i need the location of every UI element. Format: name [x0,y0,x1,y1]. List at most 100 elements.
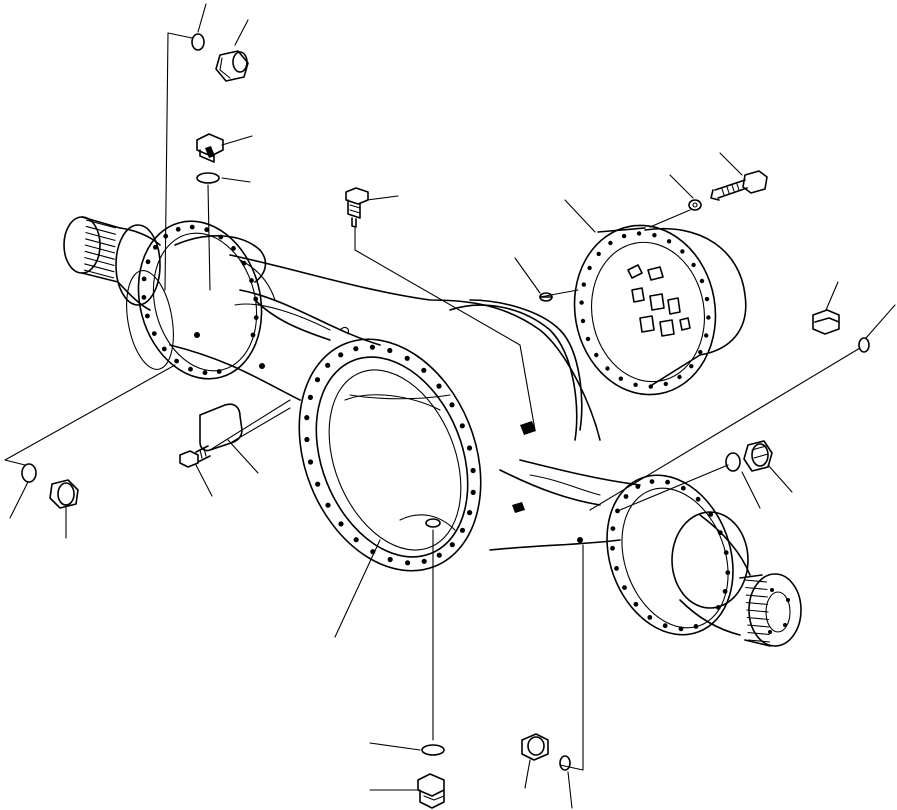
bolt-hole [436,552,442,558]
bolt-hole [693,624,699,629]
bolt-hole [314,377,321,383]
spline-ridge [747,624,770,628]
spline-ridge [85,219,117,229]
right-flange-bolt-holes [610,479,731,632]
bolt-hole [579,300,584,305]
bolt-hole [353,346,359,352]
bolt-hole [353,537,359,543]
bolt-hole [621,233,627,239]
bolt-hole [622,585,627,590]
o-ring [559,755,571,771]
bolt-hole [202,370,208,376]
bolt-hole [421,558,427,564]
bolt-hole [704,296,710,302]
bolt-hole [594,352,599,358]
bolt-hole [706,315,711,320]
bolt-hole [253,315,259,320]
bolt-hole [610,526,616,531]
bolt-hole [665,479,670,485]
breather-plug [196,133,224,184]
bolt-hole [691,262,696,268]
bolt-hole [449,542,455,548]
bolt-hole [141,276,147,282]
bolt-hole [153,244,158,250]
bolt [179,445,211,468]
bolt-hole [470,467,476,474]
bolt-hole [459,527,466,533]
bolt-hole [174,358,180,364]
bolt-hole [647,615,653,620]
right-spindle [606,474,802,647]
spline-ridge [744,579,768,583]
bolt-hole [652,233,657,238]
bolt-hole [615,508,620,514]
bolt-hole [695,496,701,502]
bolt-hole [253,296,259,302]
spline-ridge [83,269,115,279]
bolt-hole [678,626,684,632]
bolt-hole [421,367,427,373]
bolt-hole [633,382,638,387]
drain-plug [49,479,79,509]
bolt-hole [315,481,321,487]
bolt-hole [649,479,655,484]
o-ring [858,337,870,353]
left-flange-bolt-holes [141,224,259,376]
assembly-lines [4,32,861,771]
bolt-hole [725,570,731,575]
drain-plug [521,733,549,761]
bolt-hole [231,246,236,251]
drain-plug [812,309,840,335]
bolt-hole [387,556,393,563]
bolt-hole [338,352,344,358]
bolt-hole [699,278,705,284]
bolt-hole [304,436,310,443]
bolt-hole [216,369,222,374]
bolt-hole [580,318,586,324]
bolt-hole [467,509,473,516]
o-ring [725,452,741,472]
flange-bolt-holes [304,344,476,566]
left-spindle [63,216,267,380]
spline-ridge [84,250,115,260]
spline-ridge [84,263,115,273]
bolt-hole [218,234,224,240]
spline-ridge [84,256,115,267]
bolt-hole [470,489,476,495]
drain-plug [215,50,249,82]
bolt-hole [648,384,653,389]
bolt-hole [605,366,610,371]
bolt-hole [466,445,473,451]
bolt-hole [405,560,411,566]
bolt-hole [633,601,639,607]
bolt-hole [387,347,393,354]
bolt-hole [662,623,668,629]
bolt-hole [307,459,314,465]
spline-ridge [746,609,769,613]
o-ring [21,463,37,483]
differential-carrier-opening [298,338,482,572]
bolt-hole [151,331,157,336]
spline-ridge [747,631,770,636]
axle-housing [169,254,641,551]
drain-plug [743,440,773,472]
bolt-hole [188,366,193,372]
cover-ring-bolt-holes [579,231,711,389]
spline-ridge [746,616,769,621]
bolt-hole [596,251,601,257]
bolt-hole [145,259,151,265]
bolt-hole [663,381,668,387]
leader-lines [9,3,896,809]
spline-ridge [746,601,769,606]
bolt-hole [241,260,247,266]
bolt-hole [680,485,686,491]
bolt-hole [459,423,465,429]
bolt-hole [677,374,682,380]
bolt-hole [636,231,642,236]
bolt-hole [716,605,721,610]
bolt-hole [723,550,729,555]
bolt-hole [161,346,167,352]
bolt-hole [325,362,331,368]
spline-ridge [85,238,116,248]
bolt-hole [249,278,254,283]
